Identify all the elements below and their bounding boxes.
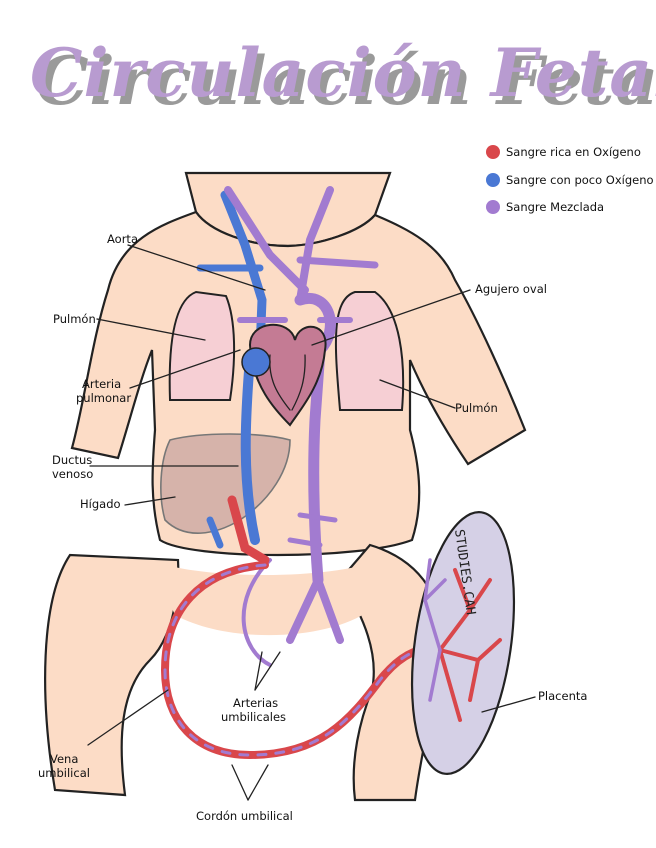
carotid-right — [296, 186, 334, 304]
label-placenta: Placenta — [538, 689, 587, 703]
leader-cordon-1 — [231, 764, 249, 801]
page-title: Circulación Fetal — [30, 34, 656, 112]
label-vena-umbilical-2: umbilical — [38, 766, 90, 780]
iliac-arteries — [286, 576, 344, 644]
legend-label: Sangre con poco Oxígeno — [506, 173, 654, 187]
leader-higado — [124, 496, 176, 506]
label-arteria-pulmonar-1: Arteria — [82, 377, 121, 391]
leader-arterias-umb-2 — [254, 651, 281, 691]
purple-vessels — [224, 186, 379, 667]
legend-label: Sangre rica en Oxígeno — [506, 145, 641, 159]
label-agujero-oval: Agujero oval — [475, 282, 547, 296]
placenta-vessels-purple — [423, 558, 447, 702]
label-arteria-pulmonar-2: pulmonar — [76, 391, 131, 405]
leader-cordon-2 — [247, 764, 269, 801]
placenta: STUDIES.CAH — [410, 511, 516, 775]
blue-vessels — [196, 190, 267, 549]
placenta-shape — [410, 511, 516, 775]
hepatic-vein — [206, 516, 224, 549]
lungs — [168, 290, 405, 411]
label-pulmon-left: Pulmón — [53, 312, 96, 326]
legend-dot-purple — [486, 200, 500, 214]
leader-pulmon-left — [96, 318, 206, 341]
leader-lines — [87, 244, 536, 801]
right-lung — [334, 291, 405, 411]
legend-label: Sangre Mezclada — [506, 200, 604, 214]
legend-dot-blue — [486, 173, 500, 187]
hip — [150, 560, 380, 636]
umbilical-vein-entry — [227, 495, 270, 565]
leader-aorta — [127, 244, 266, 291]
label-higado: Hígado — [80, 497, 121, 511]
left-lung — [168, 290, 236, 401]
heart-shape — [248, 323, 327, 427]
carotid-left — [224, 186, 309, 294]
aorta — [294, 292, 336, 586]
red-vessels — [227, 495, 270, 565]
label-arterias-umbilicales-1: Arterias — [233, 696, 278, 710]
leader-vena-umbilical — [87, 689, 169, 746]
vena-cava-inferior — [240, 353, 260, 545]
leader-arterias-umb-1 — [254, 651, 263, 691]
label-arterias-umbilicales-2: umbilicales — [221, 710, 286, 724]
umbilical-cord — [160, 561, 444, 760]
legend: Sangre rica en Oxígeno Sangre con poco O… — [486, 145, 654, 214]
vena-cava-superior — [220, 190, 267, 355]
title: Circulación Fetal Circulación Fetal — [30, 34, 656, 120]
heart — [241, 323, 327, 427]
title-shadow: Circulación Fetal — [36, 42, 656, 120]
leader-arteria-pulmonar — [129, 349, 241, 389]
label-cordon-umbilical: Cordón umbilical — [196, 809, 293, 823]
label-aorta: Aorta — [107, 232, 138, 246]
label-ductus-2: venoso — [52, 467, 93, 481]
label-pulmon-right: Pulmón — [455, 401, 498, 415]
label-ductus-1: Ductus — [52, 453, 92, 467]
leader-agujero-oval — [311, 289, 471, 346]
right-atrium — [241, 347, 271, 377]
subclavian-right — [296, 256, 379, 269]
legend-dot-red — [486, 145, 500, 159]
legend-item-oxygen-poor: Sangre con poco Oxígeno — [486, 173, 654, 187]
renal-branches — [287, 512, 338, 548]
labels: Aorta Pulmón Arteria pulmonar Ductus ven… — [38, 232, 587, 823]
label-vena-umbilical-1: Vena — [50, 752, 78, 766]
cord-arteries — [163, 563, 442, 757]
placenta-vessels-red — [438, 568, 502, 722]
leader-pulmon-right — [379, 379, 456, 409]
legend-item-oxygen-rich: Sangre rica en Oxígeno — [486, 145, 641, 159]
legend-item-mixed: Sangre Mezclada — [486, 200, 604, 214]
leader-placenta — [481, 696, 536, 713]
